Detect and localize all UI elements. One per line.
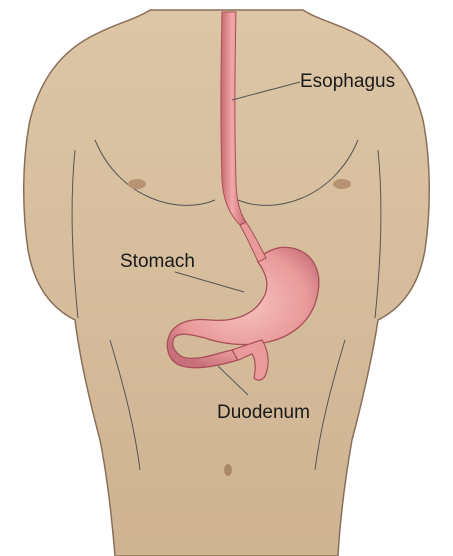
duodenum-label: Duodenum: [217, 402, 310, 423]
left-nipple: [128, 179, 146, 189]
esophagus-label: Esophagus: [300, 71, 395, 92]
stomach-label: Stomach: [120, 251, 195, 272]
navel: [224, 464, 232, 476]
right-nipple: [333, 179, 351, 189]
